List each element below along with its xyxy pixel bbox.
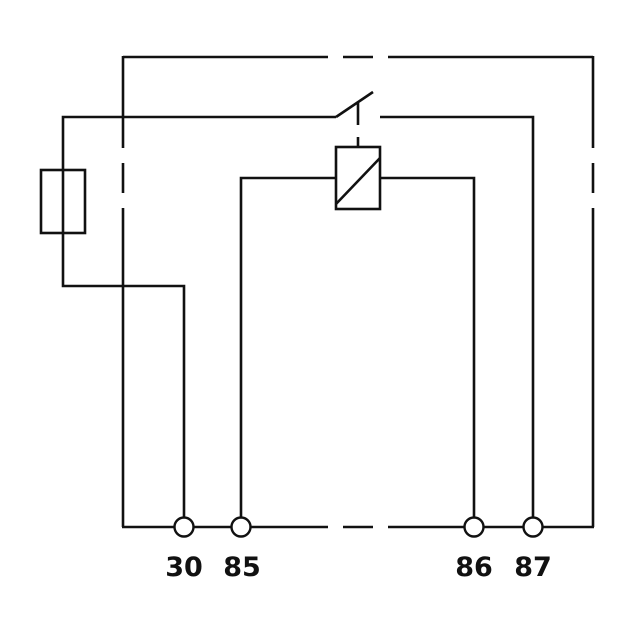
fuse-circuit — [39, 115, 336, 517]
terminal-label-30: 30 — [165, 552, 203, 583]
relay-coil — [239, 145, 476, 517]
terminal-labels: 30 85 86 87 — [165, 552, 552, 583]
terminal-87 — [522, 516, 544, 538]
terminals — [173, 516, 544, 538]
terminal-86 — [463, 516, 485, 538]
terminal-30 — [173, 516, 195, 538]
terminal-label-85: 85 — [223, 552, 261, 583]
terminal-label-87: 87 — [514, 552, 552, 583]
terminal-85 — [230, 516, 252, 538]
terminal-label-86: 86 — [455, 552, 493, 583]
relay-switch-contact — [335, 90, 535, 517]
relay-housing-outline — [121, 55, 595, 529]
